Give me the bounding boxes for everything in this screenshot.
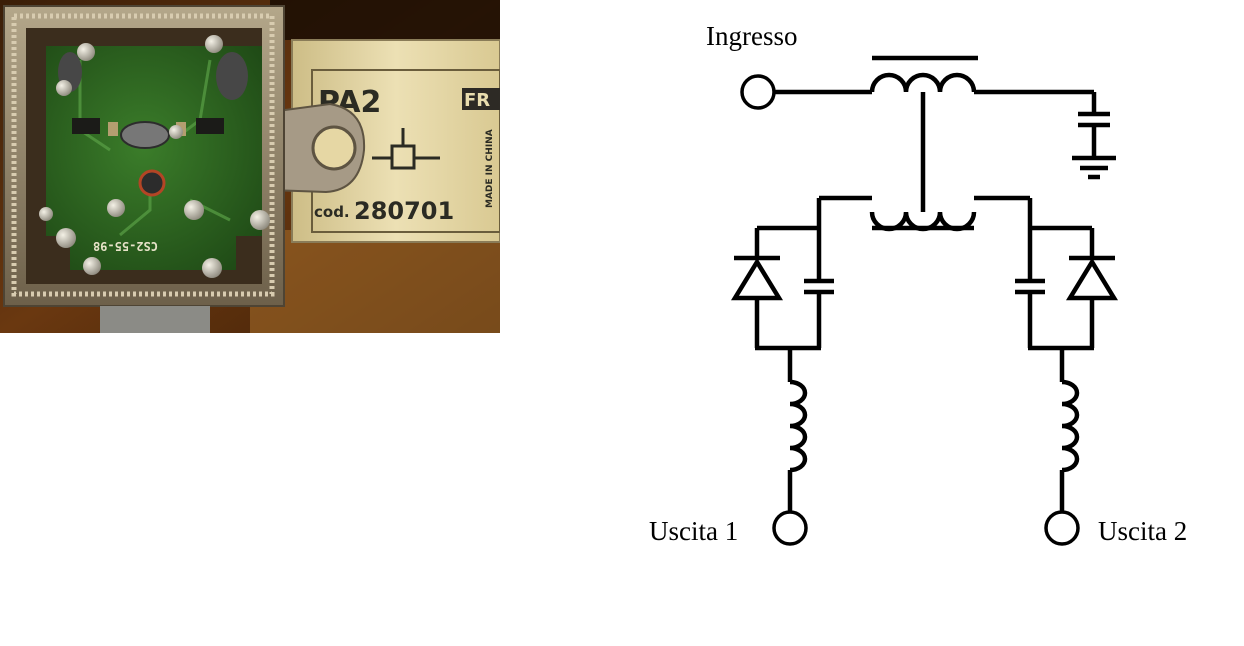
splitter-symbol-icon [372,128,440,170]
brand-logo-text: FR [464,90,490,111]
diode-component [72,118,100,134]
input-terminal[interactable] [740,74,776,110]
code-number: 280701 [354,197,454,225]
capacitor-left [804,228,834,348]
inductor-right [1061,379,1080,473]
made-in-label: MADE IN CHINA [485,129,495,208]
output1-label: Uscita 1 [649,516,738,546]
pcb-silkscreen: CS2-55-98 [93,239,158,253]
input-label: Ingresso [706,21,797,51]
code-prefix: cod. [314,203,350,221]
ground-icon [1072,155,1116,180]
ground-capacitor [1078,92,1110,158]
diode-right [1065,228,1119,348]
solder-joints [39,35,270,278]
circuit-board: CS2-55-98 [39,35,270,278]
inductor-left [789,379,808,473]
transformer-primary-winding [869,55,978,93]
brand-logo [462,88,500,110]
device-label-plate: PA2 FR cod. 280701 MADE IN CHINA [291,39,500,243]
capacitor-right [1015,228,1045,348]
diode-left [730,228,784,348]
output1-terminal[interactable] [772,510,808,546]
transformer-core [120,121,170,149]
output2-terminal[interactable] [1044,510,1080,546]
right-branch [1015,198,1119,512]
coil-component [216,52,248,100]
output2-label: Uscita 2 [1098,516,1187,546]
splitter-photo: PA2 FR cod. 280701 MADE IN CHINA [0,0,500,333]
coil-component [138,169,166,197]
diode-component [196,118,224,134]
left-branch [730,198,834,512]
mounting-tab [269,102,366,194]
winding-coil-top [869,72,977,93]
transformer-secondary-winding [869,211,977,232]
